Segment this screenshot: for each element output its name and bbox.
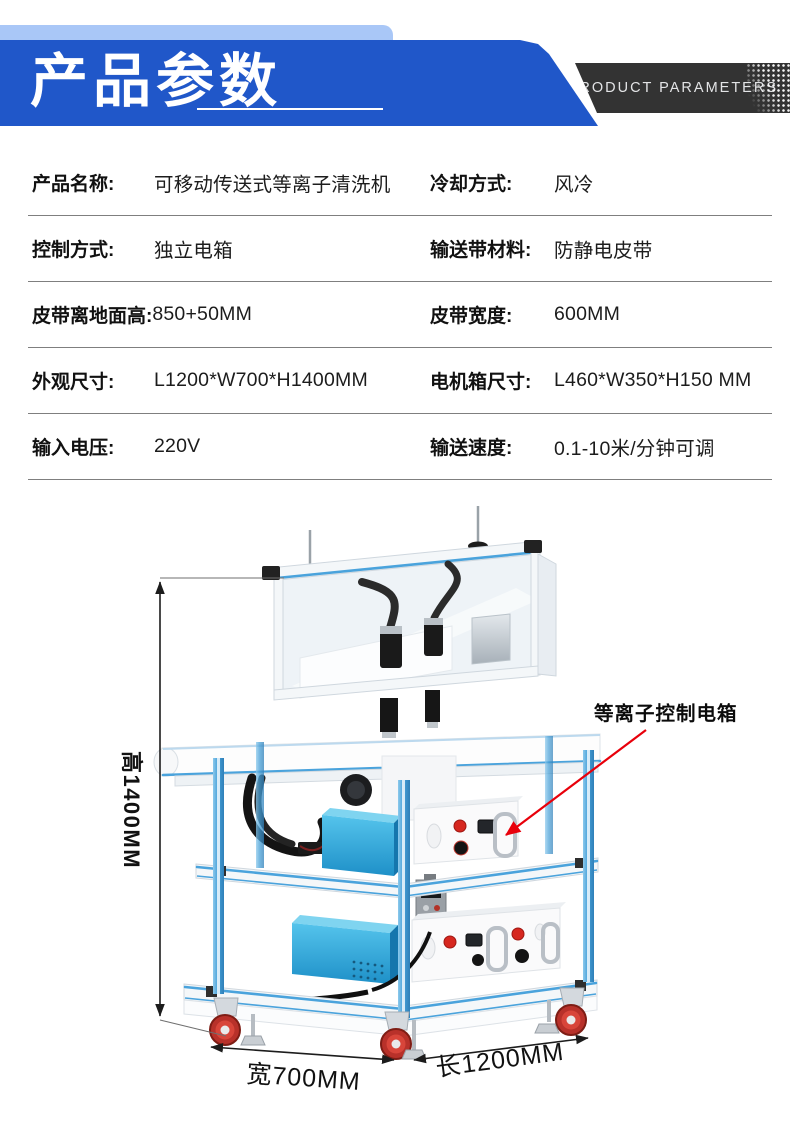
spec-label: 电机箱尺寸:: [430, 372, 532, 393]
spec-label: 输送带材料:: [430, 240, 532, 261]
spec-value: 600MM: [554, 303, 621, 325]
header-subtitle-strip: PRODUCT PARAMETERS: [567, 63, 790, 113]
spec-cell: 电机箱尺寸: L460*W350*H150 MM: [400, 367, 772, 394]
spec-value: 220V: [154, 435, 201, 457]
machine-illustration: 高1400MM 宽700MM 长1200MM 等离子控制电箱: [119, 506, 738, 1096]
spec-value: 0.1-10米/分钟可调: [554, 438, 715, 460]
length-dimension-label: 长1200MM: [434, 1038, 566, 1083]
spec-row-3: 皮带离地面高: 850+50MM 皮带宽度: 600MM: [28, 282, 772, 348]
page-title: 产品参数: [30, 49, 283, 114]
red-button: [453, 819, 467, 833]
box-handle: [486, 926, 508, 972]
top-enclosure: [262, 506, 557, 738]
height-dimension: 高1400MM: [119, 577, 284, 1037]
spec-cell: 输送速度: 0.1-10米/分钟可调: [400, 432, 772, 461]
spec-cell: 皮带离地面高: 850+50MM: [28, 301, 400, 328]
power-supply-box: [411, 902, 566, 983]
plasma-control-box: [413, 796, 523, 865]
title-underline: [197, 108, 383, 110]
spec-table: 产品名称: 可移动传送式等离子清洗机 冷却方式: 风冷 控制方式: 独立电箱 输…: [0, 150, 800, 480]
spec-row-5: 输入电压: 220V 输送速度: 0.1-10米/分钟可调: [28, 414, 772, 480]
spec-label: 输送速度:: [430, 438, 513, 459]
shelf-mid: [195, 857, 599, 899]
width-dimension-label: 宽700MM: [246, 1060, 362, 1096]
black-knob: [453, 840, 469, 856]
spec-value: 850+50MM: [152, 303, 253, 325]
spec-cell: 外观尺寸: L1200*W700*H1400MM: [28, 367, 400, 394]
machine-figure: 高1400MM 宽700MM 长1200MM 等离子控制电箱: [0, 490, 800, 1138]
spec-cell: 冷却方式: 风冷: [400, 168, 772, 197]
spec-row-2: 控制方式: 独立电箱 输送带材料: 防静电皮带: [28, 216, 772, 282]
red-button: [443, 935, 457, 949]
callout-arrow-line: [505, 729, 647, 836]
length-dimension: 长1200MM: [413, 1034, 589, 1083]
header-banner: 产品参数: [0, 40, 598, 126]
spec-cell: 输入电压: 220V: [28, 433, 400, 460]
spec-value: 独立电箱: [154, 240, 233, 262]
spec-value: 风冷: [554, 174, 594, 196]
box-handle: [541, 922, 560, 964]
spec-label: 控制方式:: [32, 240, 115, 261]
caster-left: [209, 997, 266, 1046]
spec-row-4: 外观尺寸: L1200*W700*H1400MM 电机箱尺寸: L460*W35…: [28, 348, 772, 414]
spec-cell: 产品名称: 可移动传送式等离子清洗机: [28, 168, 400, 197]
height-dimension-label: 高1400MM: [119, 751, 144, 869]
callout-label: 等离子控制电箱: [593, 702, 738, 725]
black-knob: [515, 949, 529, 963]
spec-label: 冷却方式:: [430, 174, 513, 195]
caster-right: [534, 987, 587, 1036]
spec-cell: 皮带宽度: 600MM: [400, 301, 772, 328]
callout: 等离子控制电箱: [505, 702, 738, 836]
cyan-device-low: [292, 915, 398, 984]
halftone-dots-decoration: [746, 63, 790, 113]
spec-value: L460*W350*H150 MM: [554, 369, 752, 391]
spec-label: 输入电压:: [32, 438, 115, 459]
black-knob: [472, 954, 484, 966]
page-subtitle: PRODUCT PARAMETERS: [567, 80, 778, 96]
width-dimension: 宽700MM: [210, 1043, 395, 1096]
spec-value: 可移动传送式等离子清洗机: [154, 174, 391, 196]
spec-label: 外观尺寸:: [32, 372, 115, 393]
red-button: [511, 927, 525, 941]
spec-row-1: 产品名称: 可移动传送式等离子清洗机 冷却方式: 风冷: [28, 150, 772, 216]
spec-value: L1200*W700*H1400MM: [154, 369, 368, 391]
spec-cell: 控制方式: 独立电箱: [28, 234, 400, 263]
plasma-nozzle: [380, 698, 398, 732]
spec-value: 防静电皮带: [554, 240, 653, 262]
spec-label: 皮带离地面高:: [32, 306, 153, 327]
spec-cell: 输送带材料: 防静电皮带: [400, 234, 772, 263]
plasma-nozzle: [425, 690, 440, 722]
cyan-device-mid: [322, 808, 401, 876]
header-lightblue-ribbon: [0, 25, 393, 43]
spec-label: 皮带宽度:: [430, 306, 513, 327]
frame-posts: [213, 736, 594, 1018]
spec-label: 产品名称:: [32, 174, 115, 195]
